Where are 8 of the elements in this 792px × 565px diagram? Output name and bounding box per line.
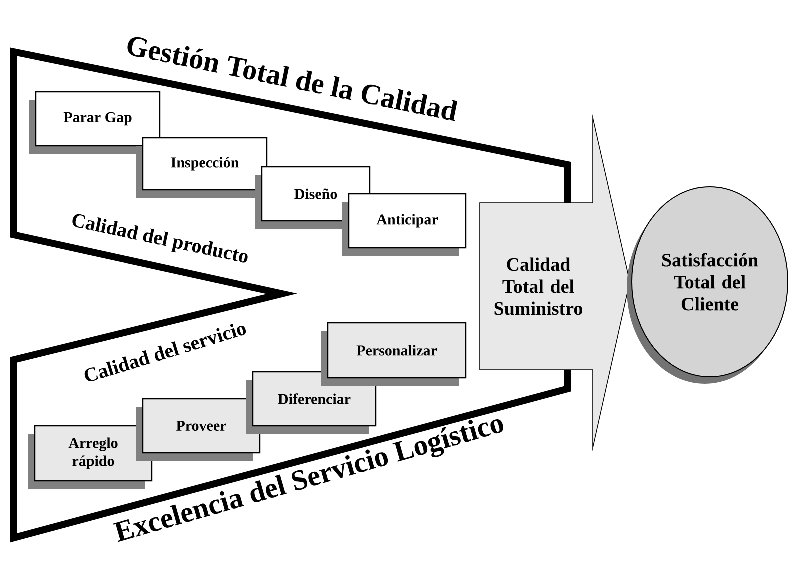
band-title: Calidad del servicio [84,324,246,382]
band-title: Calidad del producto [72,214,248,263]
step-box: Personalizar [321,322,467,386]
step-box: Anticipar [342,193,467,256]
step-box: Proveer [136,398,261,461]
step-box: Arreglo rápido [28,425,153,489]
step-box: Inspección [136,137,268,198]
step-box: Parar Gap [29,91,161,154]
